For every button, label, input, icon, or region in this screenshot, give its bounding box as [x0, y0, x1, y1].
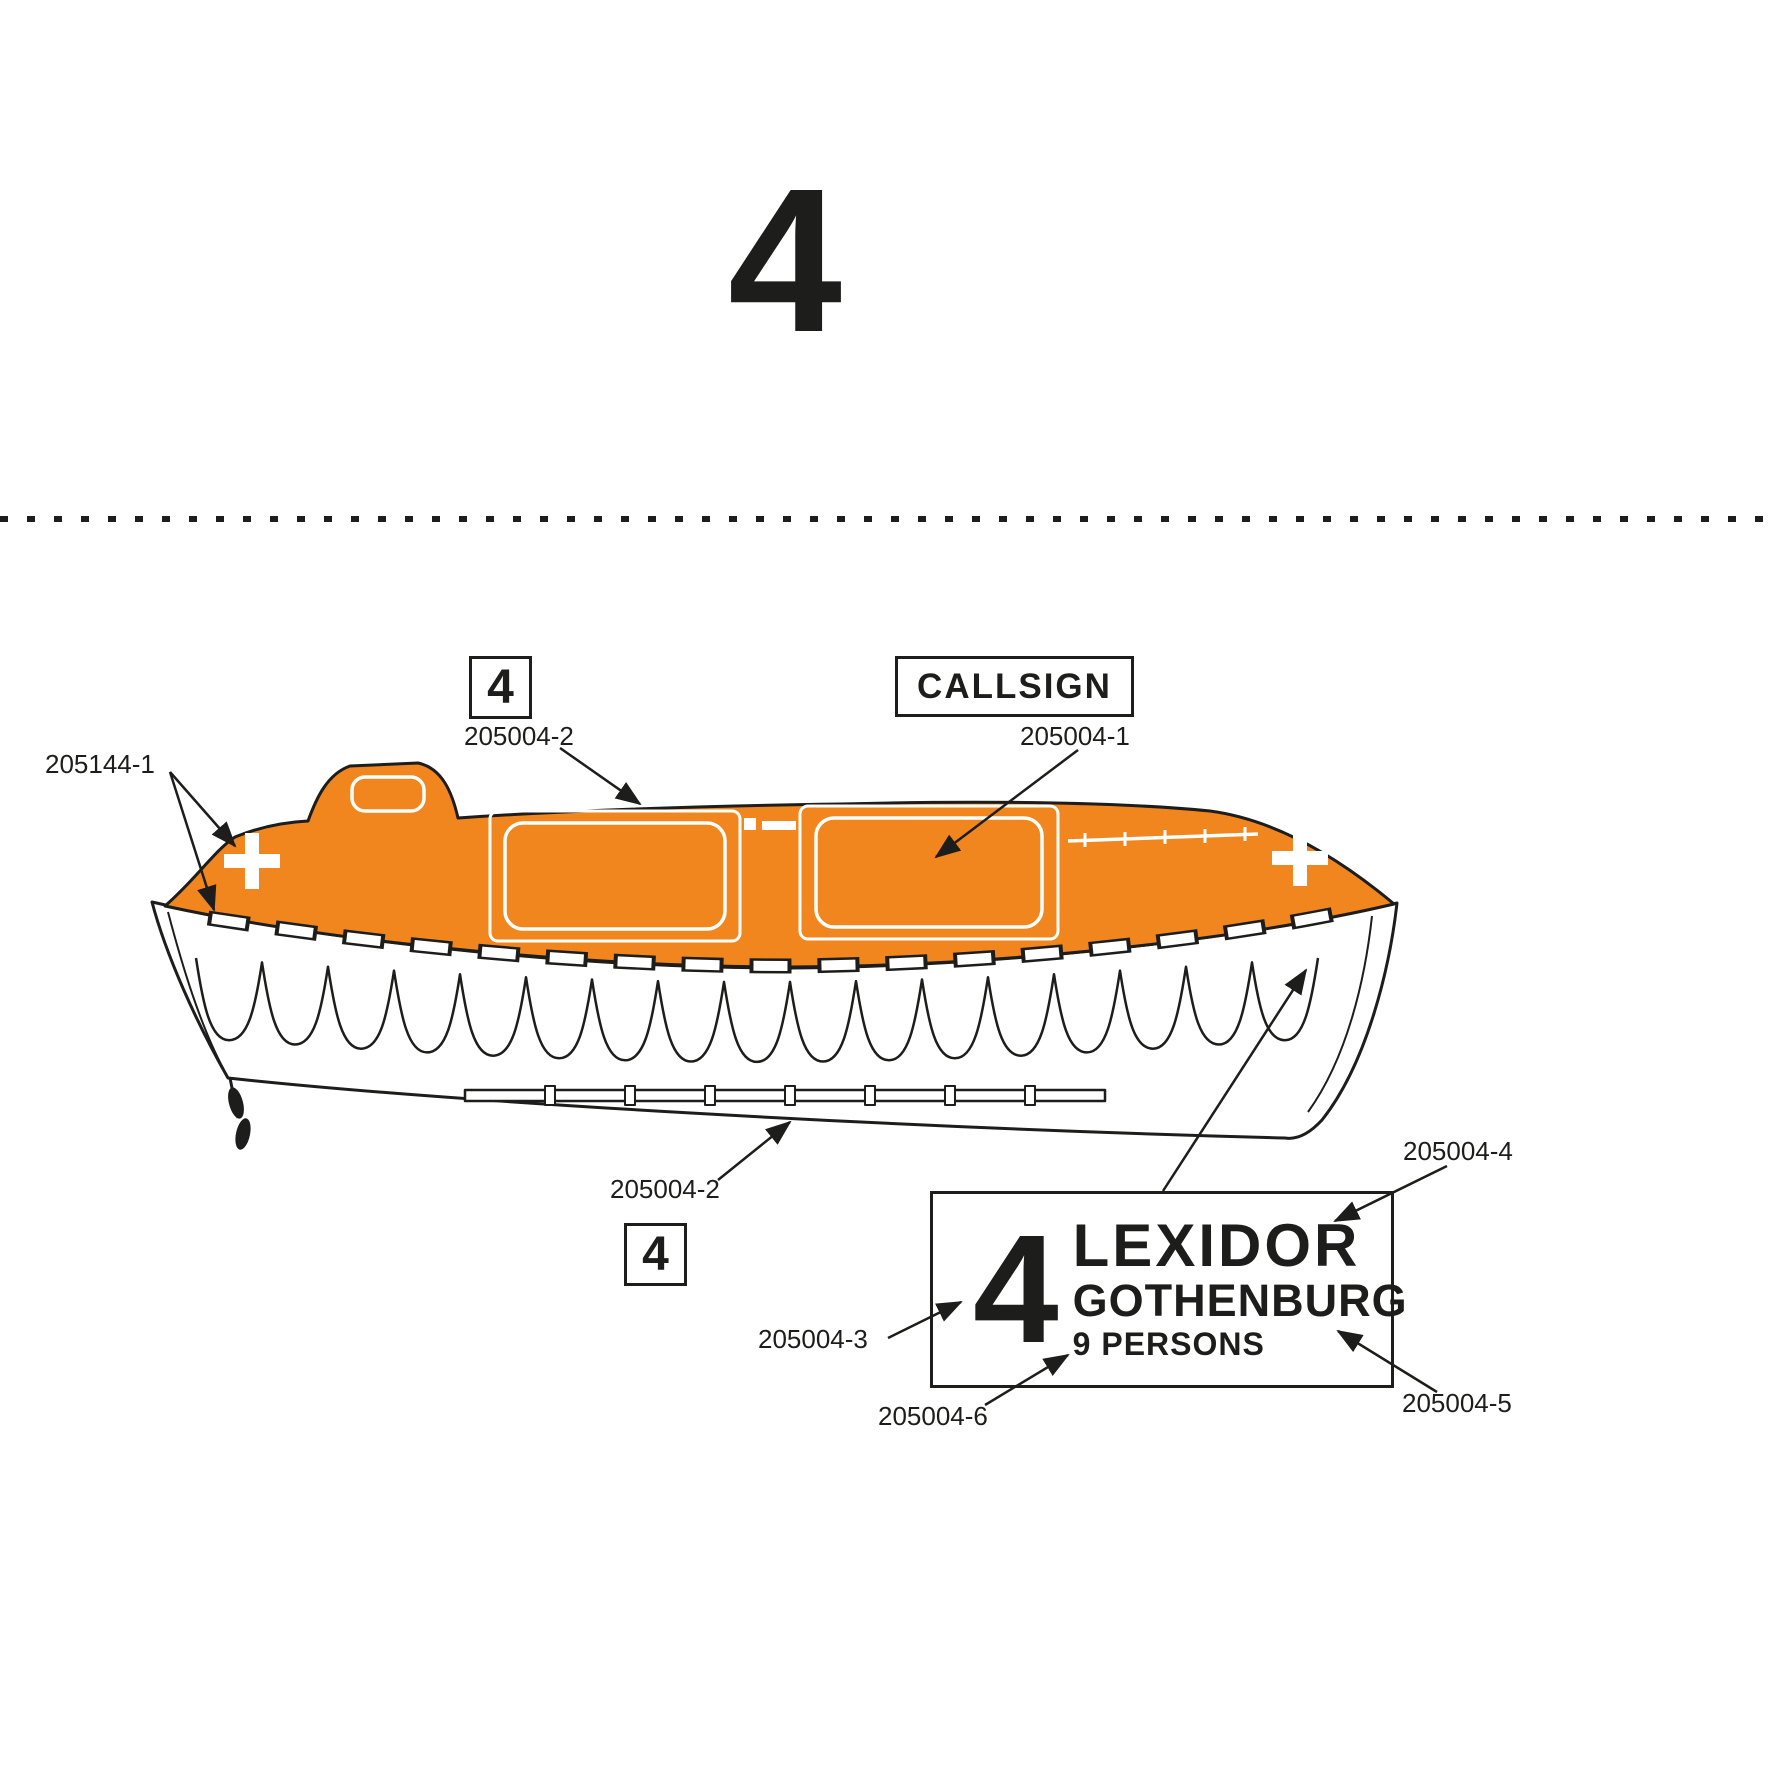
callout-part-callsign: 205004-1 [1020, 721, 1130, 751]
cupola-window [350, 775, 426, 813]
callout-part-plate-side: 205004-5 [1402, 1388, 1512, 1418]
leader-line [559, 746, 642, 806]
leader-line [887, 1300, 963, 1340]
cut-separator-line [0, 516, 1774, 522]
name-plate: 4 LEXIDOR GOTHENBURG 9 PERSONS [930, 1191, 1407, 1388]
propeller [228, 1077, 251, 1150]
plate-text-block: LEXIDOR GOTHENBURG 9 PERSONS [1073, 1215, 1408, 1363]
spray-rail [463, 1085, 1107, 1106]
leader-line [168, 771, 217, 912]
hull-inner-edge-right [1307, 915, 1373, 1113]
leader-line [934, 749, 1079, 859]
sheet-number: 4 [727, 146, 842, 375]
cross-marking-left-icon [224, 833, 280, 889]
plate-vessel-name: LEXIDOR [1072, 1212, 1361, 1280]
festoon-skirt [194, 957, 1320, 1064]
plate-capacity: 9 PERSONS [1072, 1326, 1265, 1363]
callout-part-bottom-marking: 205004-2 [610, 1174, 720, 1204]
leader-line [169, 771, 237, 848]
callout-box-number-bottom: 4 [624, 1223, 687, 1286]
canopy-panel-right [798, 804, 1060, 941]
leader-line [1161, 968, 1308, 1192]
plate-home-port: GOTHENBURG [1072, 1274, 1408, 1326]
leader-line [984, 1353, 1070, 1407]
callout-box-number-top: 4 [469, 656, 532, 719]
canopy-panel-left [488, 809, 742, 943]
hull-inner-edge-left [167, 911, 225, 1071]
plate-boat-number: 4 [973, 1203, 1059, 1376]
callout-part-plate-persons: 205004-6 [878, 1401, 988, 1431]
callout-part-plate-top: 205004-4 [1403, 1136, 1513, 1166]
reflective-tape-band [206, 904, 1347, 974]
callout-part-cross-marking: 205144-1 [45, 749, 155, 779]
callout-part-plate-number: 205004-3 [758, 1324, 868, 1354]
callout-box-callsign: CALLSIGN [895, 656, 1134, 717]
leader-line [1336, 1329, 1438, 1394]
canopy-hardware [744, 818, 796, 830]
cross-marking-right-icon [1272, 830, 1328, 886]
callout-part-top-marking: 205004-2 [464, 721, 574, 751]
canopy-railing [1067, 827, 1259, 847]
leader-line [717, 1120, 792, 1181]
